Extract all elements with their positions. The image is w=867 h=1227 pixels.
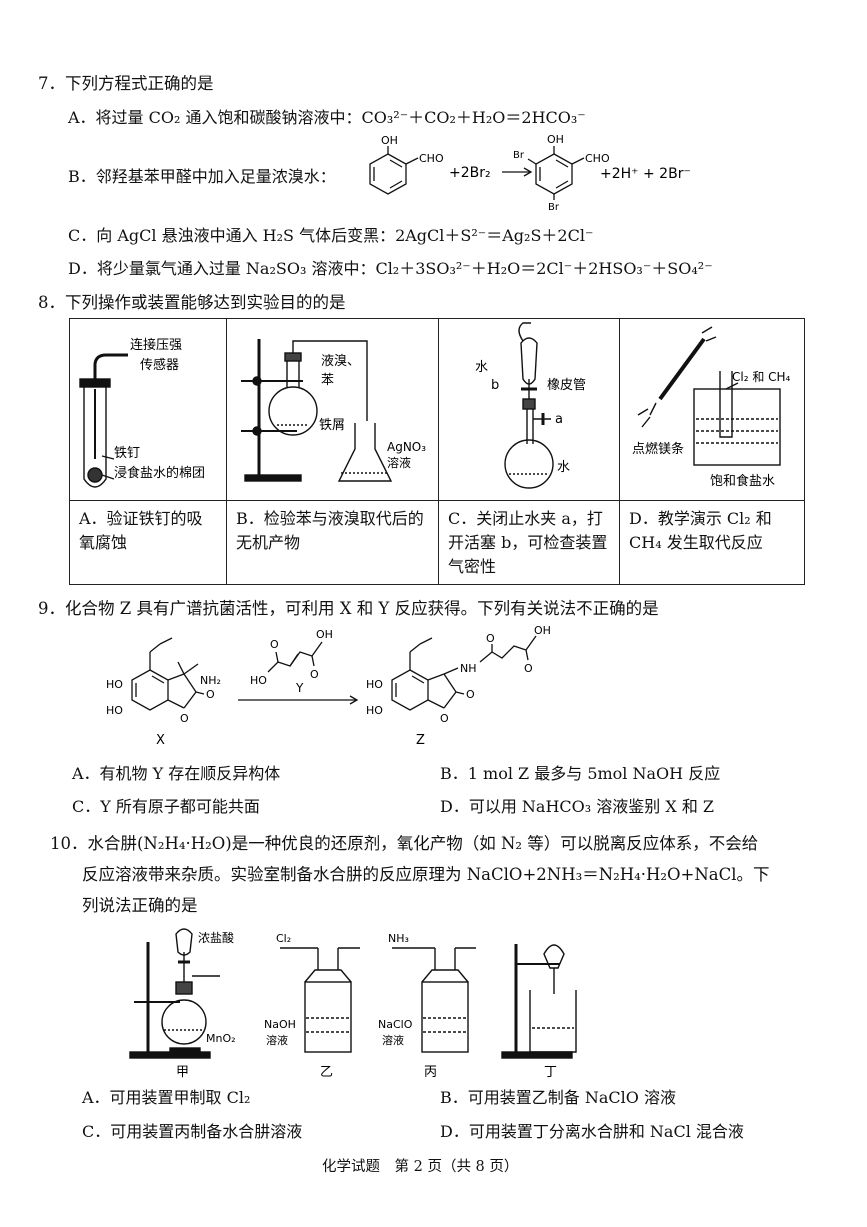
q9-y-label-2: O — [310, 668, 319, 681]
q7-b-oh-label: OH — [381, 134, 398, 147]
q7-option-d: D．将少量氯气通入过量 Na₂SO₃ 溶液中：Cl₂＋3SO₃²⁻＋H₂O＝2C… — [68, 259, 713, 278]
q10-stem-line-1: 10．水合肼(N₂H₄·H₂O)是一种优良的还原剂，氧化产物（如 N₂ 等）可以… — [50, 834, 759, 853]
q9-z-caption: Z — [416, 733, 425, 748]
q9-x-label-1: NH₂ — [200, 674, 221, 687]
q8-d-label-1: Cl₂ 和 CH₄ — [732, 370, 791, 384]
q10-stem-line-2: 反应溶液带来杂质。实验室制备水合肼的反应原理为 NaClO+2NH₃＝N₂H₄·… — [82, 865, 770, 884]
q8-figure-a: 连接压强 传感器 铁钉 浸食盐水的棉团 — [69, 318, 227, 501]
q10-option-a: A．可用装置甲制取 Cl₂ — [82, 1088, 251, 1107]
q9-option-b: B．1 mol Z 最多与 5mol NaOH 反应 — [440, 764, 721, 783]
q8-b-label-4: AgNO₃ — [387, 440, 426, 454]
q10-jia-label-2: MnO₂ — [206, 1032, 236, 1045]
q9-y-label-3: HO — [250, 674, 267, 687]
q10-bing-label-3: 溶液 — [382, 1033, 404, 1047]
q9-y-label-1: OH — [316, 628, 333, 641]
q8-a-label-2: 传感器 — [140, 357, 179, 373]
q8-option-a: A．验证铁钉的吸氧腐蚀 — [79, 509, 203, 552]
q10-option-c: C．可用装置丙制备水合肼溶液 — [82, 1122, 303, 1141]
q7-b-cho-label: CHO — [419, 152, 444, 165]
q10-option-d: D．可用装置丁分离水合肼和 NaCl 混合液 — [440, 1122, 744, 1141]
q8-a-label-3: 铁钉 — [114, 446, 140, 461]
q10-bing-label-1: NH₃ — [388, 932, 409, 945]
q8-b-label-3: 铁屑 — [319, 418, 345, 433]
q7-b-br2-label: +2Br₂ — [449, 165, 491, 181]
q8-figure-d: Cl₂ 和 CH₄ 点燃镁条 饱和食盐水 — [619, 318, 805, 501]
q9-option-d: D．可以用 NaHCO₃ 溶液鉴别 X 和 Z — [440, 797, 715, 816]
q7-option-b-text: B．邻羟基苯甲醛中加入足量浓溴水： — [68, 167, 336, 186]
q9-option-a: A．有机物 Y 存在顺反异构体 — [72, 764, 281, 783]
q9-stem: 9．化合物 Z 具有广谱抗菌活性，可利用 X 和 Y 反应获得。下列有关说法不正… — [38, 599, 659, 618]
q8-b-label-5: 溶液 — [387, 455, 411, 470]
q10-stem-line-3: 列说法正确的是 — [82, 896, 198, 915]
q7-option-c: C．向 AgCl 悬浊液中通入 H₂S 气体后变黑：2AgCl＋S²⁻＝Ag₂S… — [68, 226, 594, 245]
q7-b-tail: +2H⁺ + 2Br⁻ — [600, 166, 691, 182]
q8-b-label-2: 苯 — [321, 373, 334, 388]
q7-b-prod-cho: CHO — [585, 152, 610, 165]
q8-d-label-2: 点燃镁条 — [632, 441, 684, 457]
q10-apparatus: 浓盐酸 MnO₂ 甲 Cl₂ NaOH 溶液 乙 NH₃ NaClO 溶液 丙 … — [129, 928, 577, 1078]
q8-d-label-3: 饱和食盐水 — [710, 473, 775, 489]
q10-bing-caption: 丙 — [424, 1065, 437, 1078]
q10-option-b: B．可用装置乙制备 NaClO 溶液 — [440, 1088, 676, 1107]
q8-a-label-4: 浸食盐水的棉团 — [114, 465, 205, 481]
q9-x-label-4: O — [180, 712, 189, 725]
q9-y-label-5: Y — [295, 681, 304, 695]
q7-option-a: A．将过量 CO₂ 通入饱和碳酸钠溶液中：CO₃²⁻＋CO₂＋H₂O＝2HCO₃… — [68, 108, 586, 127]
q8-a-label-1: 连接压强 — [130, 337, 182, 353]
q8-c-label-1: 水 — [475, 360, 488, 375]
q9-z-label-5: HO — [366, 678, 383, 691]
q9-y-label-4: O — [270, 638, 279, 651]
q10-bing-label-2: NaClO — [378, 1018, 413, 1031]
q9-z-label-4: O — [486, 632, 495, 645]
q9-option-c: C．Y 所有原子都可能共面 — [72, 797, 260, 816]
q10-ding-caption: 丁 — [544, 1065, 557, 1078]
q8-b-label-1: 液溴、 — [321, 354, 360, 369]
q8-option-d: D．教学演示 Cl₂ 和 CH₄ 发生取代反应 — [629, 509, 772, 552]
q9-x-caption: X — [156, 733, 165, 748]
q9-x-label-2: HO — [106, 678, 123, 691]
q7-b-equation-structure: OH CHO +2Br₂ Br OH CHO Br +2H⁺ + 2Br⁻ — [369, 133, 691, 210]
q8-c-label-3: 橡皮管 — [547, 378, 586, 393]
q10-yi-label-2: NaOH — [264, 1018, 296, 1031]
q10-yi-label-3: 溶液 — [266, 1033, 288, 1047]
q10-yi-label-1: Cl₂ — [276, 932, 291, 945]
q7-b-prod-br1: Br — [513, 150, 525, 161]
q9-reaction-scheme: NH₂ HO HO O O OH O HO O Y OH O NH O HO H… — [106, 624, 551, 748]
q8-figure-b: 液溴、 苯 铁屑 AgNO₃ 溶液 — [226, 318, 439, 501]
q10-yi-caption: 乙 — [320, 1065, 333, 1078]
q10-jia-label-1: 浓盐酸 — [198, 930, 234, 945]
q8-option-c: C．关闭止水夹 a，打开活塞 b，可检查装置气密性 — [448, 509, 608, 576]
q9-x-label-5: O — [206, 688, 215, 701]
q9-z-label-6: HO — [366, 704, 383, 717]
q9-z-label-2: O — [524, 662, 533, 675]
q8-option-b: B．检验苯与液溴取代后的无机产物 — [236, 509, 424, 552]
q8-table: 连接压强 传感器 铁钉 浸食盐水的棉团 — [69, 318, 805, 585]
q8-c-label-4: a — [555, 412, 563, 427]
q8-stem: 8．下列操作或装置能够达到实验目的的是 — [38, 293, 346, 312]
q7-b-prod-oh: OH — [547, 133, 564, 146]
page-footer: 化学试题 第 2 页（共 8 页） — [322, 1159, 519, 1175]
q9-z-label-7: O — [440, 712, 449, 725]
q9-z-label-3: NH — [460, 662, 477, 675]
q10-jia-caption: 甲 — [176, 1065, 189, 1078]
q9-z-label-1: OH — [534, 624, 551, 637]
q8-c-label-5: 水 — [557, 460, 570, 475]
q9-x-label-3: HO — [106, 704, 123, 717]
q8-c-label-2: b — [491, 378, 499, 393]
q7-stem: 7．下列方程式正确的是 — [38, 74, 214, 93]
q9-z-label-8: O — [466, 688, 475, 701]
q8-figure-c: 水 b 橡皮管 a 水 — [438, 318, 620, 501]
q7-b-prod-br2: Br — [548, 202, 560, 210]
